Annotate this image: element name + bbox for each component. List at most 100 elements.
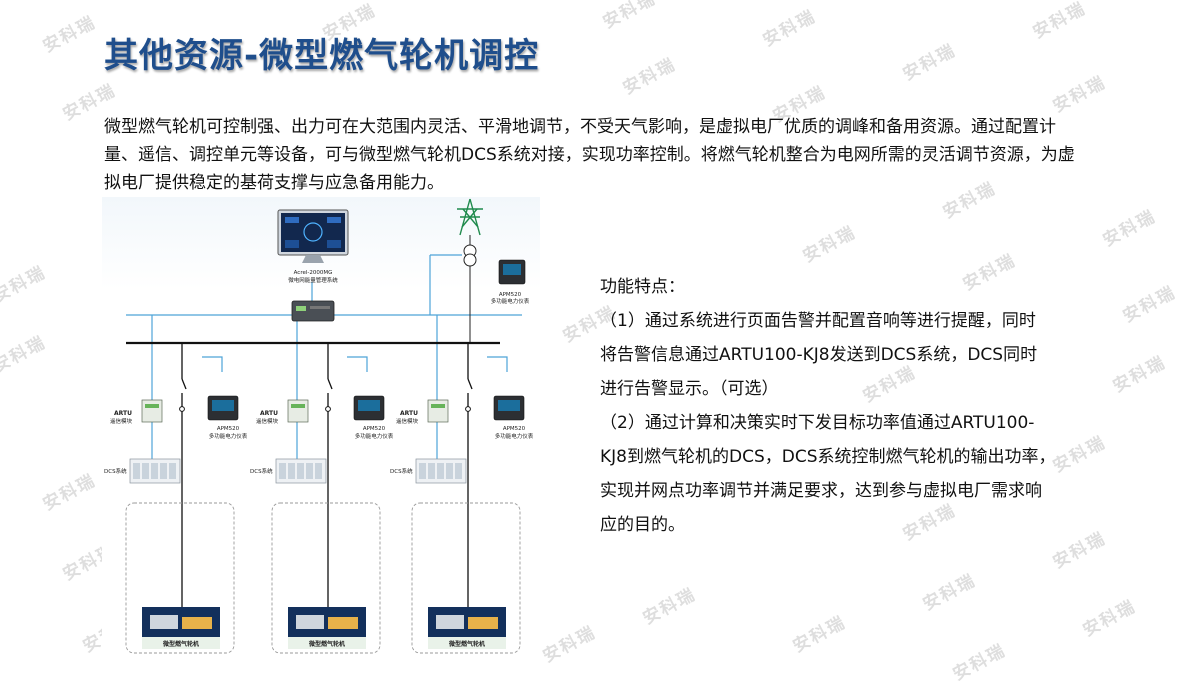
watermark-text: 安科瑞	[1119, 282, 1180, 327]
dcs-slot-icon	[133, 463, 140, 479]
dcs-slot-icon	[279, 463, 286, 479]
meter-model: APM520	[217, 426, 240, 432]
watermark-text: 安科瑞	[919, 570, 980, 615]
turbine-exhaust-icon	[468, 617, 498, 629]
feature-2-line: KJ8到燃气轮机的DCS，DCS系统控制燃气轮机的输出功率，	[600, 447, 1056, 467]
feature-1-line: （1）通过系统进行页面告警并配置音响等进行提醒，同时	[600, 311, 1036, 331]
features-heading: 功能特点：	[600, 277, 685, 297]
gateway-icon	[291, 300, 335, 322]
meter-desc: 多功能电力仪表	[355, 432, 394, 440]
breaker-icon	[327, 378, 333, 390]
dcs-label: DCS系统	[104, 467, 127, 475]
diagram-canvas: Acrel-2000MG 微电网能量管理系统 APM520 多功能电力仪表 AR…	[104, 198, 534, 654]
grid-meter-desc: 多功能电力仪表	[491, 297, 530, 305]
artu-label: ARTU	[400, 410, 418, 417]
watermark-text: 安科瑞	[1029, 0, 1090, 43]
ct-icon	[179, 406, 185, 412]
dcs-slot-icon	[455, 463, 462, 479]
feature-2-line: 应的目的。	[600, 515, 685, 535]
dcs-slot-icon	[160, 463, 167, 479]
intro-paragraph: 微型燃气轮机可控制强、出力可在大范围内灵活、平滑地调节，不受天气影响，是虚拟电厂…	[104, 117, 1075, 193]
meter-screen-icon	[358, 400, 380, 411]
watermark-text: 安科瑞	[1049, 72, 1110, 117]
artu-desc: 遥信模块	[256, 417, 279, 425]
feature-2-line: 实现并网点功率调节并满足要求，达到参与虚拟电厂需求响	[600, 481, 1042, 501]
dcs-slot-icon	[297, 463, 304, 479]
artu-module-icon	[287, 399, 309, 423]
watermark-text: 安科瑞	[639, 584, 700, 629]
artu-label: ARTU	[260, 410, 278, 417]
turbine-enclosure	[271, 502, 381, 654]
artu-led-icon	[291, 404, 305, 408]
comm-meter-1	[202, 356, 223, 372]
ems-name-label: Acrel-2000MG	[294, 270, 333, 276]
meter-desc: 多功能电力仪表	[209, 432, 248, 440]
dcs-slot-icon	[446, 463, 453, 479]
artu-desc: 遥信模块	[396, 417, 419, 425]
watermark-text: 安科瑞	[899, 40, 960, 85]
artu-module-icon	[141, 399, 163, 423]
dcs-slot-icon	[151, 463, 158, 479]
feature-1-line: 将告警信息通过ARTU100-KJ8发送到DCS系统，DCS同时	[600, 345, 1038, 365]
monitor-icon	[277, 209, 349, 263]
ct-icon	[465, 406, 471, 412]
watermark-text: 安科瑞	[1079, 596, 1140, 641]
artu-module-icon	[427, 399, 449, 423]
meter-model: APM520	[503, 426, 526, 432]
grid-meter-model: APM520	[499, 292, 522, 298]
turbine-enclosure	[411, 502, 521, 654]
artu-desc: 遥信模块	[110, 417, 133, 425]
dcs-slot-icon	[428, 463, 435, 479]
turbine-exhaust-icon	[328, 617, 358, 629]
artu-label: ARTU	[114, 410, 132, 417]
turbine-exhaust-icon	[182, 617, 212, 629]
turbine-label-bg	[428, 637, 506, 649]
watermark-text: 安科瑞	[599, 0, 660, 33]
dcs-slot-icon	[142, 463, 149, 479]
system-diagram: Acrel-2000MG 微电网能量管理系统 APM520 多功能电力仪表 AR…	[102, 197, 540, 657]
dcs-slot-icon	[306, 463, 313, 479]
watermark-text: 安科瑞	[39, 12, 100, 57]
turbine-label: 微型燃气轮机	[448, 640, 485, 648]
dcs-slot-icon	[169, 463, 176, 479]
branches: ARTU遥信模块APM520多功能电力仪表DCS系统微型燃气轮机ARTU遥信模块…	[104, 343, 534, 654]
watermark-text: 安科瑞	[789, 612, 850, 657]
turbine-label: 微型燃气轮机	[308, 640, 345, 648]
features-section: 功能特点： （1）通过系统进行页面告警并配置音响等进行提醒，同时 将告警信息通过…	[600, 270, 1090, 542]
turbine-enclosure	[125, 502, 235, 654]
ems-desc-label: 微电网能量管理系统	[288, 276, 338, 284]
watermark-text: 安科瑞	[619, 54, 680, 99]
turbine-body-icon	[436, 615, 464, 629]
dcs-slot-icon	[437, 463, 444, 479]
watermark-text: 安科瑞	[1109, 352, 1170, 397]
watermark-text: 安科瑞	[0, 262, 50, 307]
meter-desc: 多功能电力仪表	[495, 432, 534, 440]
breaker-icon	[181, 378, 187, 390]
ct-icon	[325, 406, 331, 412]
tower-icon	[457, 198, 483, 236]
meter-screen-icon	[212, 400, 234, 411]
page-title: 其他资源-微型燃气轮机调控	[104, 36, 540, 76]
dcs-label: DCS系统	[250, 467, 273, 475]
artu-led-icon	[431, 404, 445, 408]
comm-meter-3	[487, 356, 508, 372]
watermark-text: 安科瑞	[949, 640, 1010, 685]
turbine-label: 微型燃气轮机	[162, 640, 199, 648]
dcs-slot-icon	[315, 463, 322, 479]
feature-1-line: 进行告警显示。（可选）	[600, 379, 779, 399]
breaker-icon	[467, 378, 473, 390]
dcs-slot-icon	[419, 463, 426, 479]
dcs-slot-icon	[288, 463, 295, 479]
meter-screen-icon	[498, 400, 520, 411]
dcs-label: DCS系统	[390, 467, 413, 475]
watermark-text: 安科瑞	[799, 222, 860, 267]
turbine-body-icon	[150, 615, 178, 629]
turbine-label-bg	[142, 637, 220, 649]
turbine-label-bg	[288, 637, 366, 649]
watermark-text: 安科瑞	[759, 6, 820, 51]
artu-led-icon	[145, 404, 159, 408]
watermark-text: 安科瑞	[39, 470, 100, 515]
